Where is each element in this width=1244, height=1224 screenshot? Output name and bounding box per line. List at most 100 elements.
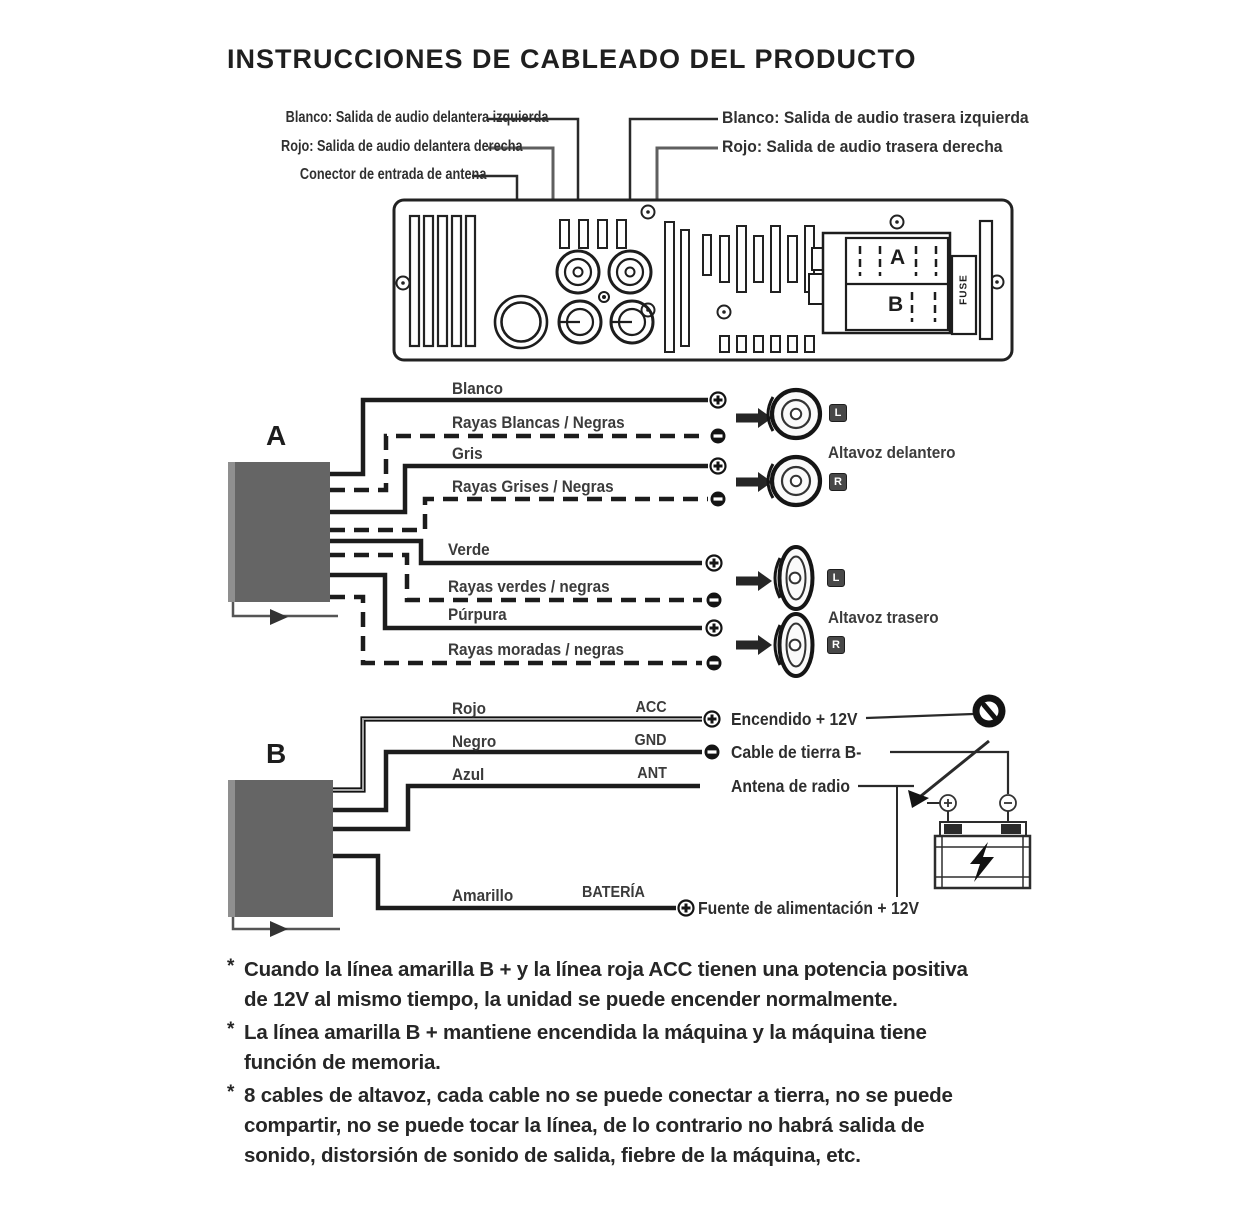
- screw-icon: [889, 214, 905, 230]
- battery-minus-terminal: [999, 794, 1017, 812]
- ground-lead-line: [890, 750, 1010, 794]
- car-antenna-icon: [858, 739, 990, 897]
- dest-antenna-label: Antena de radio: [731, 776, 851, 796]
- battery-icon: [933, 794, 1032, 890]
- lightning-icon: [970, 842, 994, 882]
- plus-icon: [677, 899, 695, 917]
- wire-label-azul: Azul: [452, 765, 485, 784]
- wire-gris-line: [330, 463, 708, 515]
- battery-plus-terminal: [939, 794, 957, 812]
- wire-label-rayas-grises: Rayas Grises / Negras: [452, 477, 614, 496]
- minus-icon: [710, 428, 726, 444]
- harness-b-graphics: [228, 694, 1032, 937]
- fuse-label: FUSE: [958, 274, 970, 305]
- antenna-input-connector: [493, 294, 549, 350]
- footnotes: * Cuando la línea amarilla B + y la líne…: [227, 955, 1072, 1174]
- wire-rayas-verdes-line: [330, 552, 702, 603]
- note-item: * La línea amarilla B + mantiene encendi…: [227, 1018, 1072, 1078]
- cable-arrow-icon: [270, 609, 288, 625]
- front-left-speaker-icon: [768, 390, 820, 438]
- plus-icon: [709, 391, 727, 409]
- ignition-key-icon: [972, 694, 1006, 728]
- arrow-right-icon: [736, 571, 772, 591]
- dest-ignition-label: Encendido + 12V: [731, 709, 858, 729]
- harness-a-block: [228, 462, 330, 602]
- plus-icon: [705, 619, 723, 637]
- rca-jacks: [555, 249, 655, 345]
- wire-rayas-moradas-line: [330, 594, 702, 666]
- rear-right-speaker-icon: [773, 612, 815, 678]
- wire-tag-acc: ACC: [635, 699, 667, 716]
- harness-b-block: [228, 780, 333, 917]
- wire-rayas-blancas-line: [330, 433, 708, 493]
- wire-negro-line: [333, 749, 702, 813]
- front-right-speaker-badge: R: [829, 473, 847, 491]
- plus-icon: [709, 457, 727, 475]
- minus-icon: [710, 491, 726, 507]
- rear-left-speaker-badge: L: [827, 569, 845, 587]
- arrow-right-icon: [736, 635, 772, 655]
- screw-icon: [640, 204, 656, 220]
- note-item: * 8 cables de altavoz, cada cable no se …: [227, 1081, 1072, 1171]
- minus-icon: [704, 744, 720, 760]
- wire-verde-line: [330, 538, 702, 566]
- wire-amarillo-line: [333, 853, 676, 911]
- note-line: compartir, no se puede tocar la línea, d…: [244, 1114, 925, 1137]
- wire-tag-ant: ANT: [637, 765, 667, 782]
- rear-speaker-label: Altavoz trasero: [828, 608, 939, 627]
- note-line: de 12V al mismo tiempo, la unidad se pue…: [244, 988, 898, 1011]
- wire-label-rayas-verdes: Rayas verdes / negras: [448, 577, 610, 596]
- stereo-rear-panel: [392, 198, 1014, 362]
- cable-arrow-icon: [270, 921, 288, 937]
- ab-connector-socket: [808, 219, 994, 341]
- minus-icon: [706, 592, 722, 608]
- note-line: 8 cables de altavoz, cada cable no se pu…: [244, 1084, 953, 1107]
- screw-icon: [395, 275, 411, 291]
- front-speaker-label: Altavoz delantero: [828, 443, 956, 462]
- callout-rear-left-audio: Blanco: Salida de audio trasera izquierd…: [722, 109, 1029, 127]
- wire-label-gris: Gris: [452, 444, 483, 463]
- screw-icon: [716, 304, 732, 320]
- wire-label-rojo: Rojo: [452, 699, 487, 718]
- harness-b-label: B: [266, 738, 287, 769]
- note-line: función de memoria.: [244, 1051, 441, 1074]
- fuse-holder: [950, 254, 978, 336]
- wire-tag-bateria: BATERÍA: [582, 884, 645, 901]
- callout-front-left-audio: Blanco: Salida de audio delantera izquie…: [285, 109, 549, 126]
- note-line: sonido, distorsión de sonido de salida, …: [244, 1144, 861, 1167]
- arrow-right-icon: [736, 408, 772, 428]
- rear-left-speaker-icon: [773, 545, 815, 611]
- note-marker: *: [227, 1019, 235, 1040]
- wire-purpura-line: [330, 572, 702, 631]
- note-marker: *: [227, 1082, 235, 1103]
- harness-a-label: A: [266, 420, 287, 451]
- front-left-speaker-badge: L: [829, 404, 847, 422]
- wire-rayas-grises-line: [330, 496, 708, 533]
- plus-icon: [705, 554, 723, 572]
- note-line: La línea amarilla B + mantiene encendida…: [244, 1021, 927, 1044]
- wire-label-verde: Verde: [448, 540, 490, 559]
- heatsink-fins: [408, 214, 477, 348]
- note-line: Cuando la línea amarilla B + y la línea …: [244, 958, 968, 981]
- front-right-speaker-icon: [768, 457, 820, 505]
- wire-blanco-line: [330, 397, 708, 477]
- note-marker: *: [227, 956, 235, 977]
- harness-a-graphics: [228, 390, 820, 678]
- plus-icon: [703, 710, 721, 728]
- wire-label-purpura: Púrpura: [448, 605, 507, 624]
- wire-label-rayas-blancas: Rayas Blancas / Negras: [452, 413, 625, 432]
- dest-power-label: Fuente de alimentación + 12V: [698, 898, 920, 918]
- callout-antenna-input: Conector de entrada de antena: [299, 166, 486, 183]
- wire-label-negro: Negro: [452, 732, 497, 751]
- connector-b-letter: B: [888, 293, 904, 316]
- dest-ground-label: Cable de tierra B-: [731, 742, 862, 762]
- callout-rear-right-audio: Rojo: Salida de audio trasera derecha: [722, 138, 1003, 156]
- rear-right-speaker-badge: R: [827, 636, 845, 654]
- wire-label-rayas-moradas: Rayas moradas / negras: [448, 640, 625, 659]
- wire-azul-line: [333, 783, 700, 832]
- note-item: * Cuando la línea amarilla B + y la líne…: [227, 955, 1072, 1015]
- wire-tag-gnd: GND: [634, 732, 667, 749]
- callout-front-right-audio: Rojo: Salida de audio delantera derecha: [281, 138, 523, 155]
